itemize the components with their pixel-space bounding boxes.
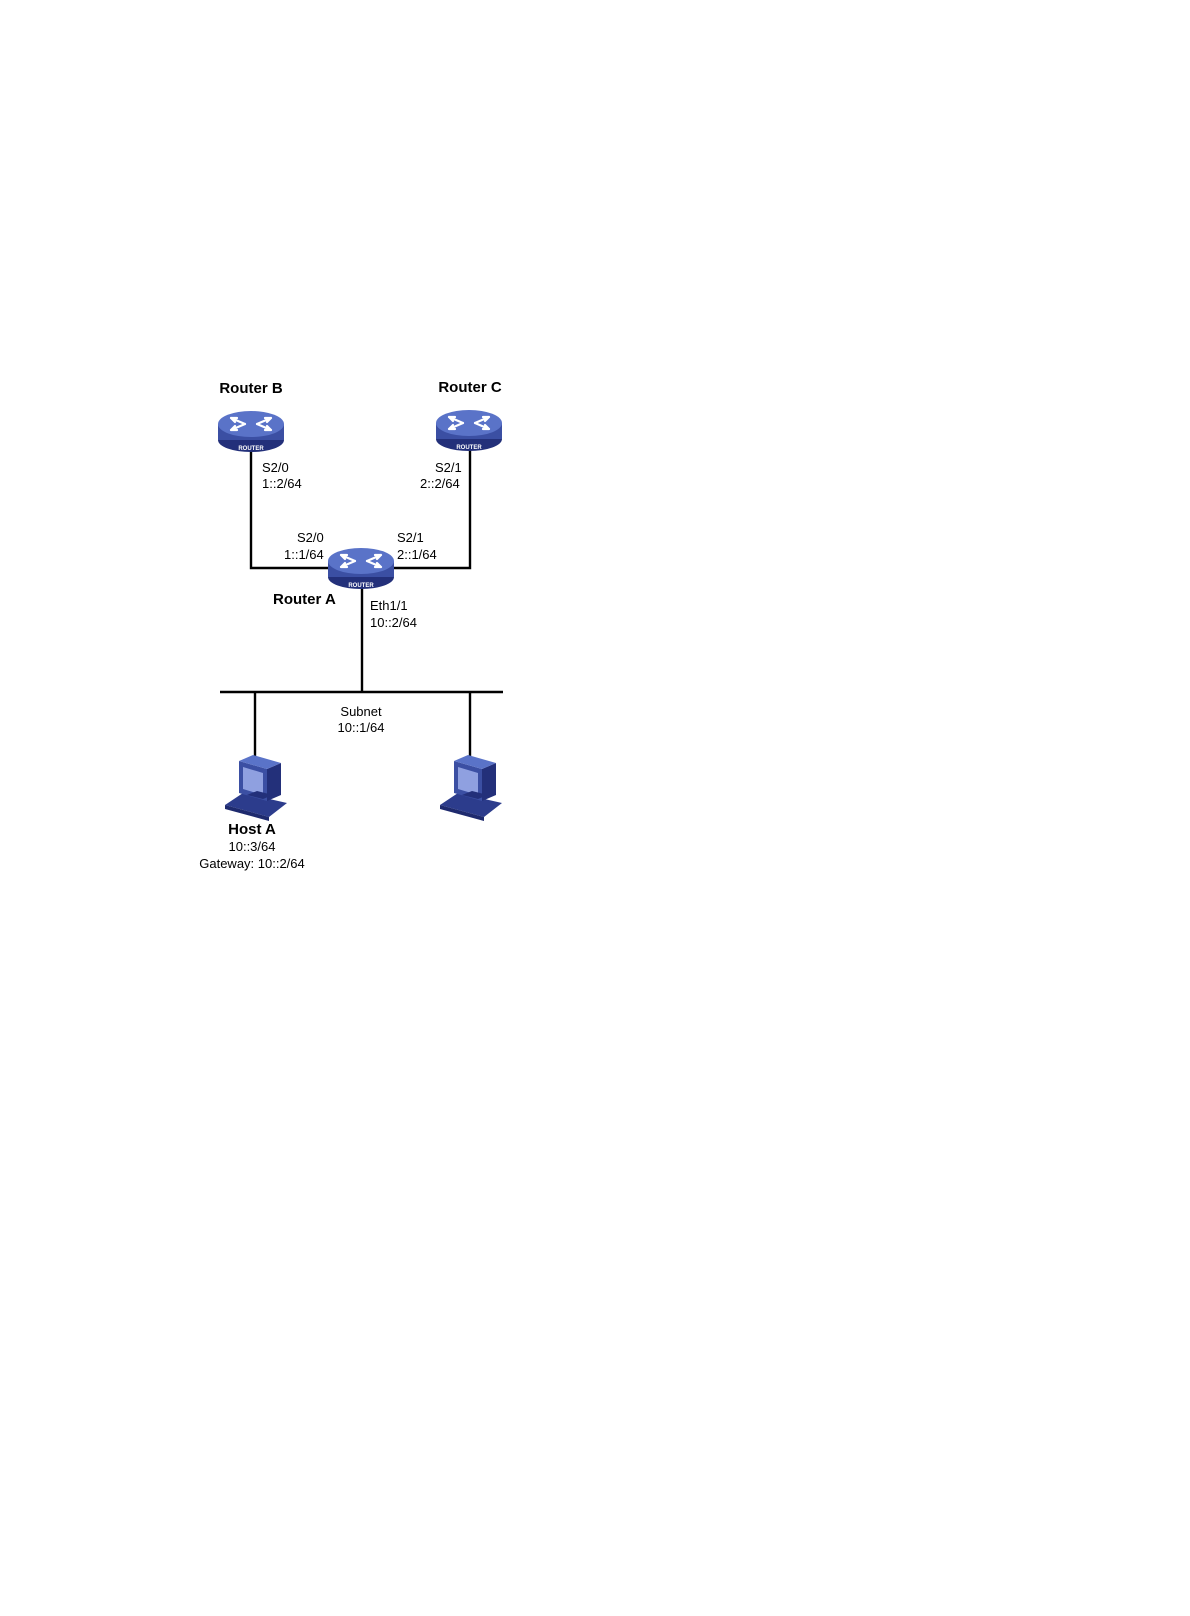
router-a-s21-address: 2::1/64 bbox=[397, 547, 437, 563]
host-2-computer-icon bbox=[440, 755, 502, 821]
router-c-port: S2/1 bbox=[435, 460, 462, 476]
host-a-address: 10::3/64 bbox=[229, 839, 276, 855]
router-b-port: S2/0 bbox=[262, 460, 289, 476]
router-a-eth-address: 10::2/64 bbox=[370, 615, 417, 631]
router-a-eth-port: Eth1/1 bbox=[370, 598, 408, 614]
router-a-s20-address: 1::1/64 bbox=[284, 547, 324, 563]
host-a-name: Host A bbox=[228, 821, 276, 839]
router-c-icon: ROUTER bbox=[436, 410, 502, 451]
router-a-name: Router A bbox=[273, 591, 336, 609]
subnet-address: 10::1/64 bbox=[338, 720, 385, 736]
subnet-label: Subnet bbox=[340, 704, 381, 720]
router-c-address: 2::2/64 bbox=[420, 476, 460, 492]
router-a-icon: ROUTER bbox=[328, 548, 394, 589]
router-c-badge: ROUTER bbox=[456, 445, 482, 451]
router-b-icon: ROUTER bbox=[218, 411, 284, 452]
router-b-badge: ROUTER bbox=[238, 446, 264, 452]
router-b-address: 1::2/64 bbox=[262, 476, 302, 492]
router-c-name: Router C bbox=[438, 379, 501, 397]
router-a-s21-port: S2/1 bbox=[397, 530, 424, 546]
router-a-s20-port: S2/0 bbox=[297, 530, 324, 546]
host-a-computer-icon bbox=[225, 755, 287, 821]
router-a-badge: ROUTER bbox=[348, 583, 374, 589]
host-a-gateway: Gateway: 10::2/64 bbox=[199, 856, 305, 872]
router-b-name: Router B bbox=[219, 380, 282, 398]
